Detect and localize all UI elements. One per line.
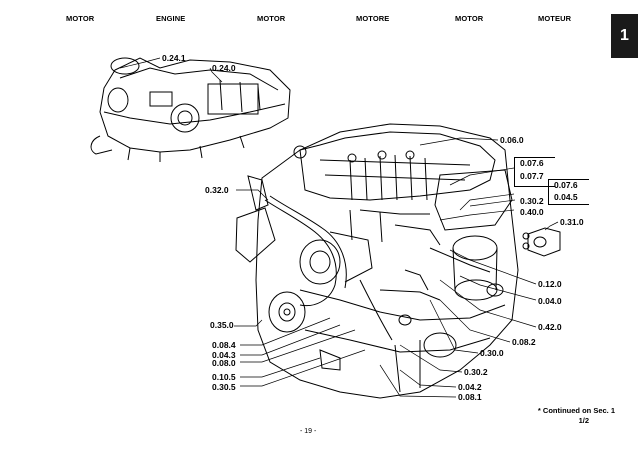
engine-block-drawing	[235, 123, 519, 399]
callout-0-31-0: 0.31.0	[560, 217, 584, 227]
callout-0-08-0: 0.08.0	[212, 358, 236, 368]
continued-note-line2: 1/2	[578, 416, 589, 425]
callout-bracket-0-04-5	[548, 179, 589, 205]
callout-bracket-0-07	[514, 157, 555, 187]
callout-0-08-1: 0.08.1	[458, 392, 482, 402]
section-tab: 1	[611, 14, 638, 58]
callout-0-04-3: 0.04.3	[212, 350, 236, 360]
callout-0-04-0: 0.04.0	[538, 296, 562, 306]
callout-0-07-7: 0.07.7	[520, 171, 544, 181]
callout-0-40-0: 0.40.0	[520, 207, 544, 217]
callout-0-35-0: 0.35.0	[210, 320, 234, 330]
callout-0-04-5: 0.04.5	[554, 192, 578, 202]
callout-0-24-0: 0.24.0	[212, 63, 236, 73]
callout-0-30-2-a: 0.30.2	[520, 196, 544, 206]
callout-0-12-0: 0.12.0	[538, 279, 562, 289]
header-title-motor-1: MOTOR	[66, 14, 95, 23]
callout-0-24-1: 0.24.1	[162, 53, 186, 63]
intake-manifold-drawing	[90, 57, 291, 162]
callout-0-30-5: 0.30.5	[212, 382, 236, 392]
page-number: - 19 -	[300, 428, 317, 435]
filter-head-drawing	[522, 227, 561, 257]
callout-0-08-2: 0.08.2	[512, 337, 536, 347]
callout-0-42-0: 0.42.0	[538, 322, 562, 332]
callout-0-32-0: 0.32.0	[205, 185, 229, 195]
continued-note: * Continued on Sec. 1 1/2	[500, 406, 615, 426]
header-title-motor-2: MOTOR	[257, 14, 286, 23]
callout-0-06-0: 0.06.0	[500, 135, 524, 145]
header-title-motore: MOTORE	[356, 14, 390, 23]
callout-0-07-6-b: 0.07.6	[554, 180, 578, 190]
callout-0-04-2: 0.04.2	[458, 382, 482, 392]
callout-0-10-5: 0.10.5	[212, 372, 236, 382]
callout-0-08-4: 0.08.4	[212, 340, 236, 350]
leader-lines	[119, 57, 559, 398]
callout-0-30-2-b: 0.30.2	[464, 367, 488, 377]
header-title-moteur: MOTEUR	[538, 14, 572, 23]
continued-note-line1: * Continued on Sec. 1	[537, 406, 615, 415]
callout-0-30-0: 0.30.0	[480, 348, 504, 358]
header-title-motor-3: MOTOR	[455, 14, 484, 23]
callout-0-07-6-a: 0.07.6	[520, 158, 544, 168]
header-title-engine: ENGINE	[156, 14, 186, 23]
